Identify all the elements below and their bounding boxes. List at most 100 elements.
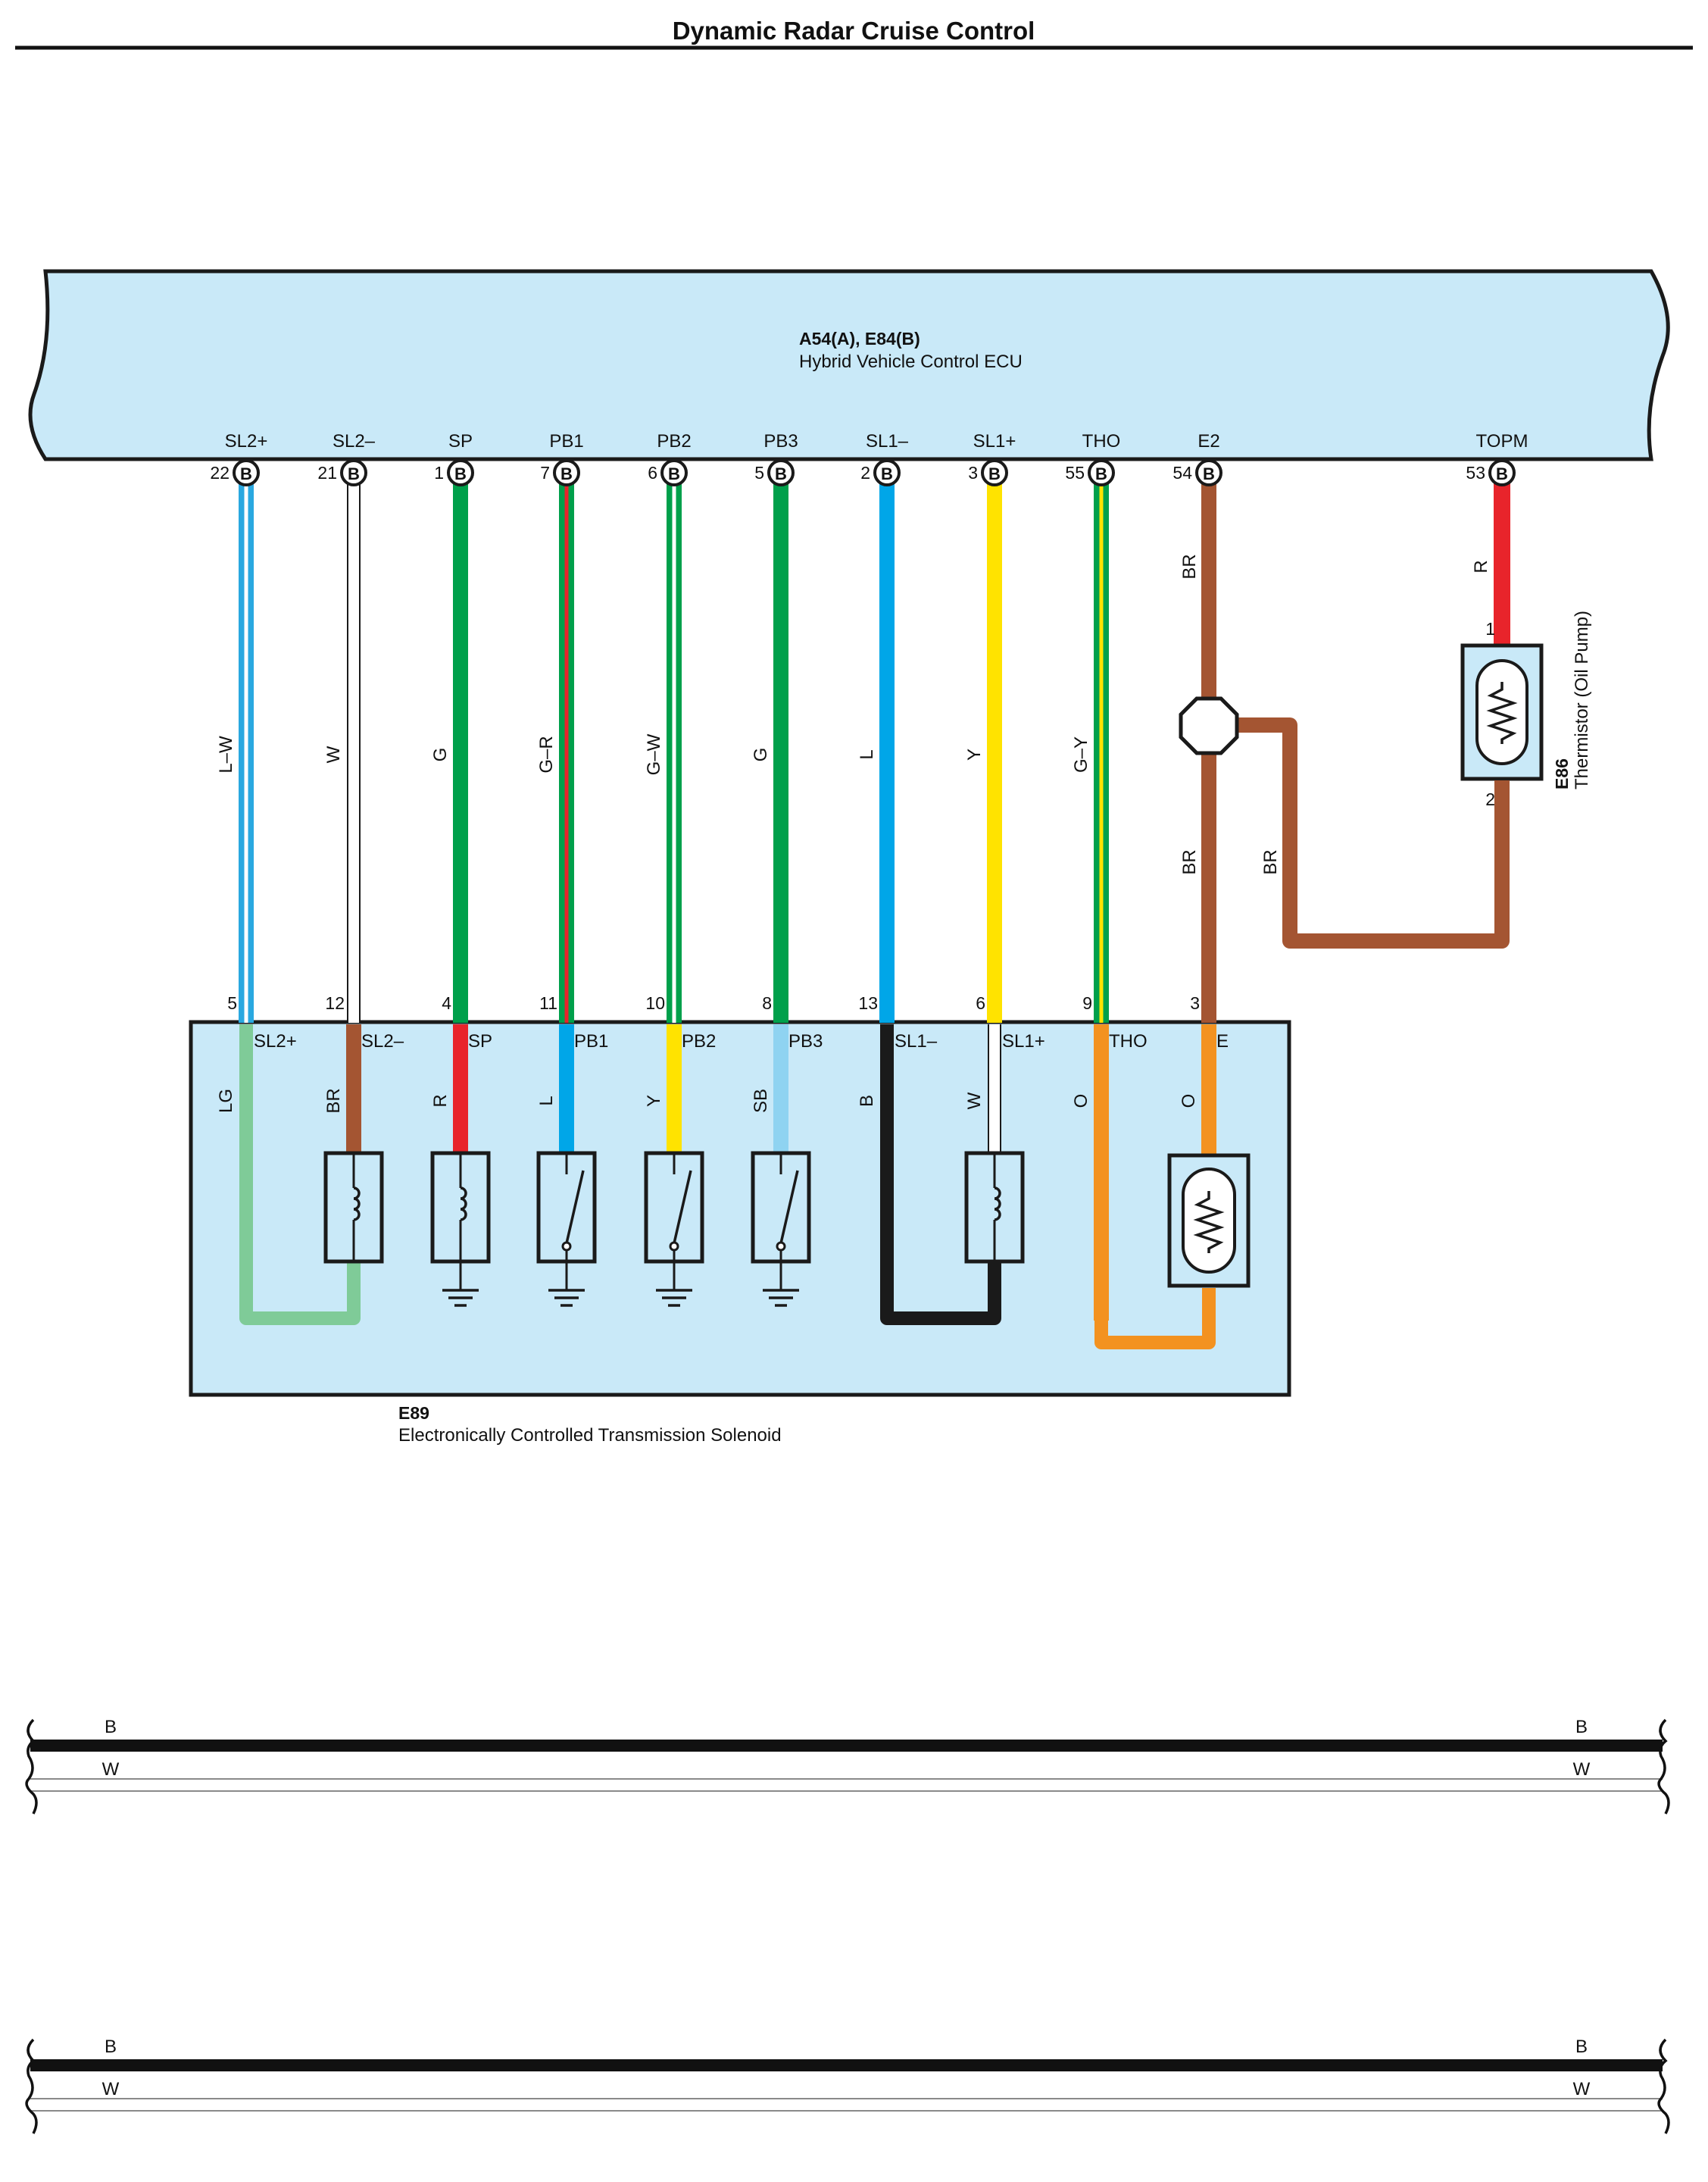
e2-wire-code: BR	[1179, 554, 1200, 579]
thermistor-oil-pump: R 1 2 E86 Thermistor (Oil Pump)	[1460, 473, 1592, 809]
pb2-pressure-switch	[644, 1151, 704, 1307]
solenoid-terminal-name: PB2	[682, 1031, 716, 1052]
e2-ground-circuit: BR BR BR	[1179, 473, 1510, 1023]
resistor-zigzag-icon	[1193, 1191, 1225, 1253]
break-mark-icon	[25, 2038, 38, 2134]
wire-sl2: L–W	[216, 473, 254, 1023]
wire-sl1: Y	[964, 473, 1002, 1023]
solenoid-components: 5SL2+LG12SL2–BR4SPR11PB1L10PB2Y8PB3SB13S…	[216, 993, 1251, 1349]
connector-pin-icon	[1195, 459, 1222, 486]
solenoid-pin-number: 3	[1190, 993, 1200, 1013]
bus-label-left-top: B	[105, 1717, 117, 1737]
wire-pb3: G	[751, 473, 788, 1023]
wire-code-label: L–W	[216, 736, 236, 774]
topm-wire-code: R	[1471, 560, 1491, 573]
connector-letter: B	[668, 464, 680, 483]
orange-loop-wire	[1094, 1024, 1216, 1349]
terminal-pin-number: 7	[540, 463, 550, 483]
connector-pin-icon	[340, 459, 367, 486]
thermistor-return-wire	[1209, 717, 1510, 949]
connector-pin-icon	[981, 459, 1008, 486]
wire-pb1: G–R	[536, 473, 574, 1023]
terminal-name: TOPM	[1476, 431, 1528, 452]
bus-label-left-bottom: W	[102, 2079, 120, 2099]
bus-label-right-bottom: W	[1573, 2079, 1591, 2099]
thermistor-element	[1182, 1168, 1236, 1274]
inner-wire-code: LG	[216, 1089, 236, 1113]
wire-code-label: G	[751, 748, 771, 762]
thermistor-element	[1475, 659, 1528, 765]
wire-code-label: G–W	[644, 733, 664, 775]
solenoid-terminal-name: SL2–	[361, 1031, 404, 1052]
connector-pin-icon	[660, 459, 688, 486]
terminal-name: SP	[448, 431, 473, 452]
lg-loop-wire	[239, 1024, 361, 1325]
terminal-name: THO	[1082, 431, 1121, 452]
wire-pb2: G–W	[644, 473, 682, 1023]
terminal-pin-number: 54	[1172, 463, 1192, 483]
wire-code-label: Y	[964, 749, 985, 761]
black-loop-wire	[880, 1024, 1001, 1325]
solenoid-pin-number: 10	[645, 993, 665, 1013]
bus-label-left-bottom: W	[102, 1759, 120, 1780]
bus-label-left-top: B	[105, 2037, 117, 2057]
bus-label-right-top: B	[1575, 2037, 1588, 2057]
solenoid-name: Electronically Controlled Transmission S…	[398, 1425, 782, 1446]
connector-letter: B	[1496, 464, 1508, 483]
ecu-name: Hybrid Vehicle Control ECU	[799, 352, 1023, 372]
ecu-block	[28, 269, 1670, 461]
connector-letter: B	[775, 464, 787, 483]
solenoid-terminal-name: SL1+	[1002, 1031, 1045, 1052]
connector-letter: B	[560, 464, 573, 483]
connector-pin-icon	[873, 459, 901, 486]
solenoid-terminal-name: SL2+	[254, 1031, 297, 1052]
switch-icon	[673, 1170, 692, 1244]
solenoid-terminal-name: SP	[468, 1031, 492, 1052]
connector-pin-icon	[553, 459, 580, 486]
connector-pin-icon	[1088, 459, 1115, 486]
inner-wire-code: L	[536, 1096, 557, 1105]
wire-code-label: G–R	[536, 736, 557, 773]
connector-letter: B	[1095, 464, 1107, 483]
terminal-name: SL2–	[333, 431, 376, 452]
connector-pin-icon	[233, 459, 260, 486]
solenoid-pin-number: 8	[762, 993, 772, 1013]
terminal-pin-number: 5	[754, 463, 764, 483]
terminal-name: PB3	[763, 431, 798, 452]
thermistor-return-wire-code: BR	[1260, 849, 1281, 874]
bus-line-pair: B B W W	[25, 2037, 1670, 2134]
terminal-pin-number: 3	[968, 463, 978, 483]
solenoid-pin-number: 13	[858, 993, 878, 1013]
pb1-pressure-switch	[536, 1151, 597, 1307]
inner-wire-code: O	[1071, 1094, 1091, 1108]
connector-pin-icon	[1488, 459, 1516, 486]
thermistor-connector-id: E86	[1552, 758, 1572, 789]
wire-code-label: G	[430, 748, 451, 762]
thermistor-pin-2: 2	[1485, 789, 1495, 809]
coil-icon	[460, 1186, 467, 1221]
connector-letter: B	[988, 464, 1001, 483]
break-mark-icon	[1657, 2038, 1670, 2134]
sp-solenoid-coil	[430, 1151, 491, 1307]
connector-pin-icon	[447, 459, 474, 486]
thermistor-pin-1: 1	[1485, 619, 1495, 639]
coil-icon	[353, 1186, 361, 1221]
terminal-pin-number: 1	[434, 463, 444, 483]
break-mark-icon	[1657, 1718, 1670, 1815]
terminal-pin-number: 6	[648, 463, 657, 483]
solenoid-terminal-name: SL1–	[895, 1031, 938, 1052]
connector-letter: B	[881, 464, 893, 483]
